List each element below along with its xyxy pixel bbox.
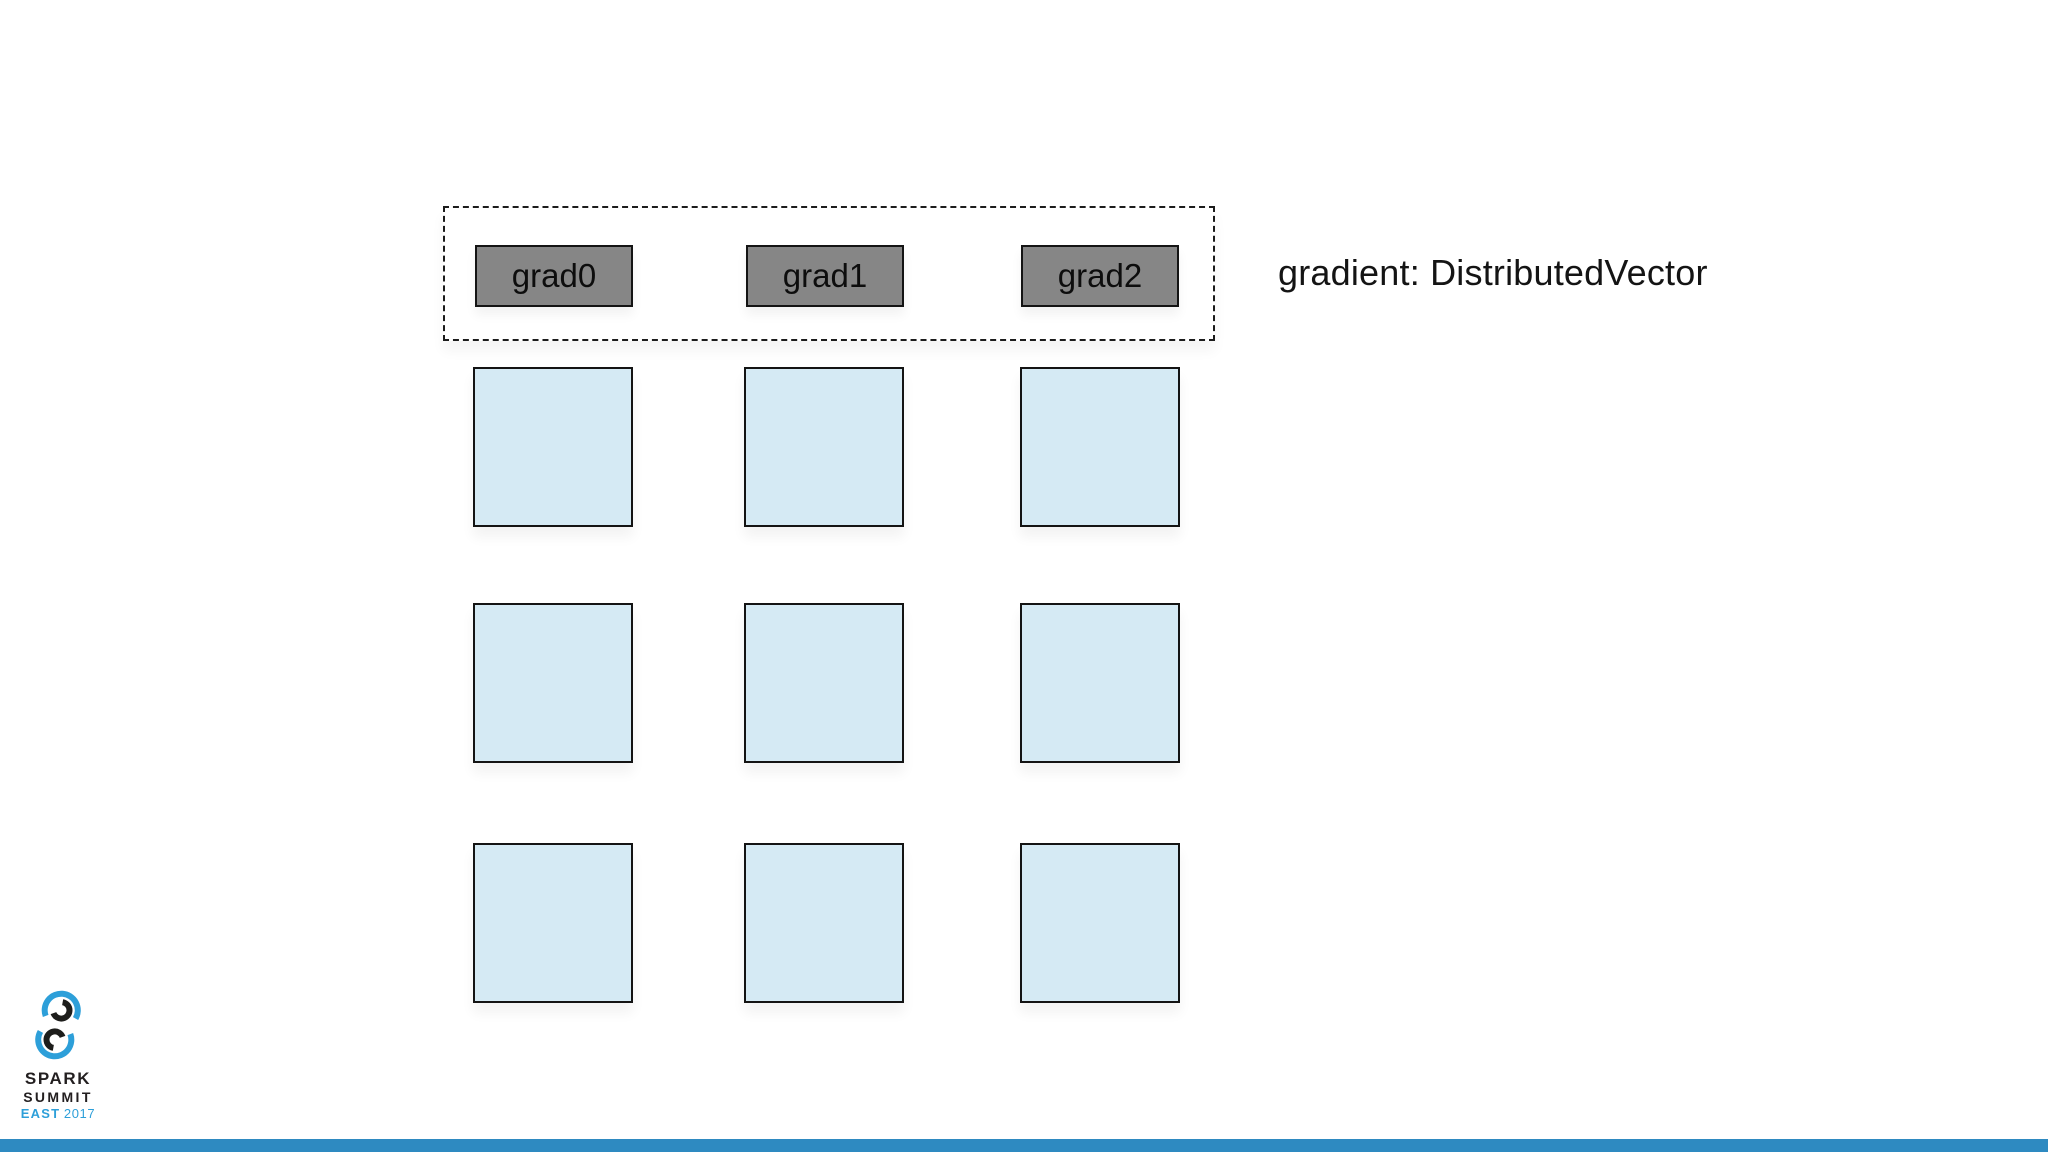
- logo-text-summit: SUMMIT: [23, 1089, 93, 1105]
- grad2-label: grad2: [1057, 257, 1143, 294]
- partition-box-r3c2: [744, 843, 904, 1003]
- logo-text-east: EAST: [20, 1106, 61, 1121]
- grad1-box: grad1: [746, 245, 904, 307]
- partition-box-r2c3: [1020, 603, 1180, 763]
- logo-text-year: 2017: [63, 1106, 96, 1121]
- logo-text-spark: SPARK: [24, 1069, 92, 1088]
- grad0-box: grad0: [475, 245, 633, 307]
- spark-summit-logo: SPARK SUMMIT EAST 2017: [18, 986, 98, 1122]
- partition-box-r2c1: [473, 603, 633, 763]
- partition-box-r3c3: [1020, 843, 1180, 1003]
- partition-box-r1c1: [473, 367, 633, 527]
- gradient-dashed-container: grad0 grad1 grad2: [443, 206, 1215, 341]
- footer-bar: [0, 1139, 2048, 1152]
- spark-summit-s-icon: [35, 990, 81, 1060]
- logo-text-east-2017: EAST 2017: [21, 1106, 95, 1122]
- partition-box-r2c2: [744, 603, 904, 763]
- grad1-label: grad1: [782, 257, 868, 294]
- partition-box-r1c2: [744, 367, 904, 527]
- partition-box-r1c3: [1020, 367, 1180, 527]
- gradient-caption: gradient: DistributedVector: [1278, 252, 1708, 293]
- grad2-box: grad2: [1021, 245, 1179, 307]
- partition-box-r3c1: [473, 843, 633, 1003]
- grad0-label: grad0: [511, 257, 597, 294]
